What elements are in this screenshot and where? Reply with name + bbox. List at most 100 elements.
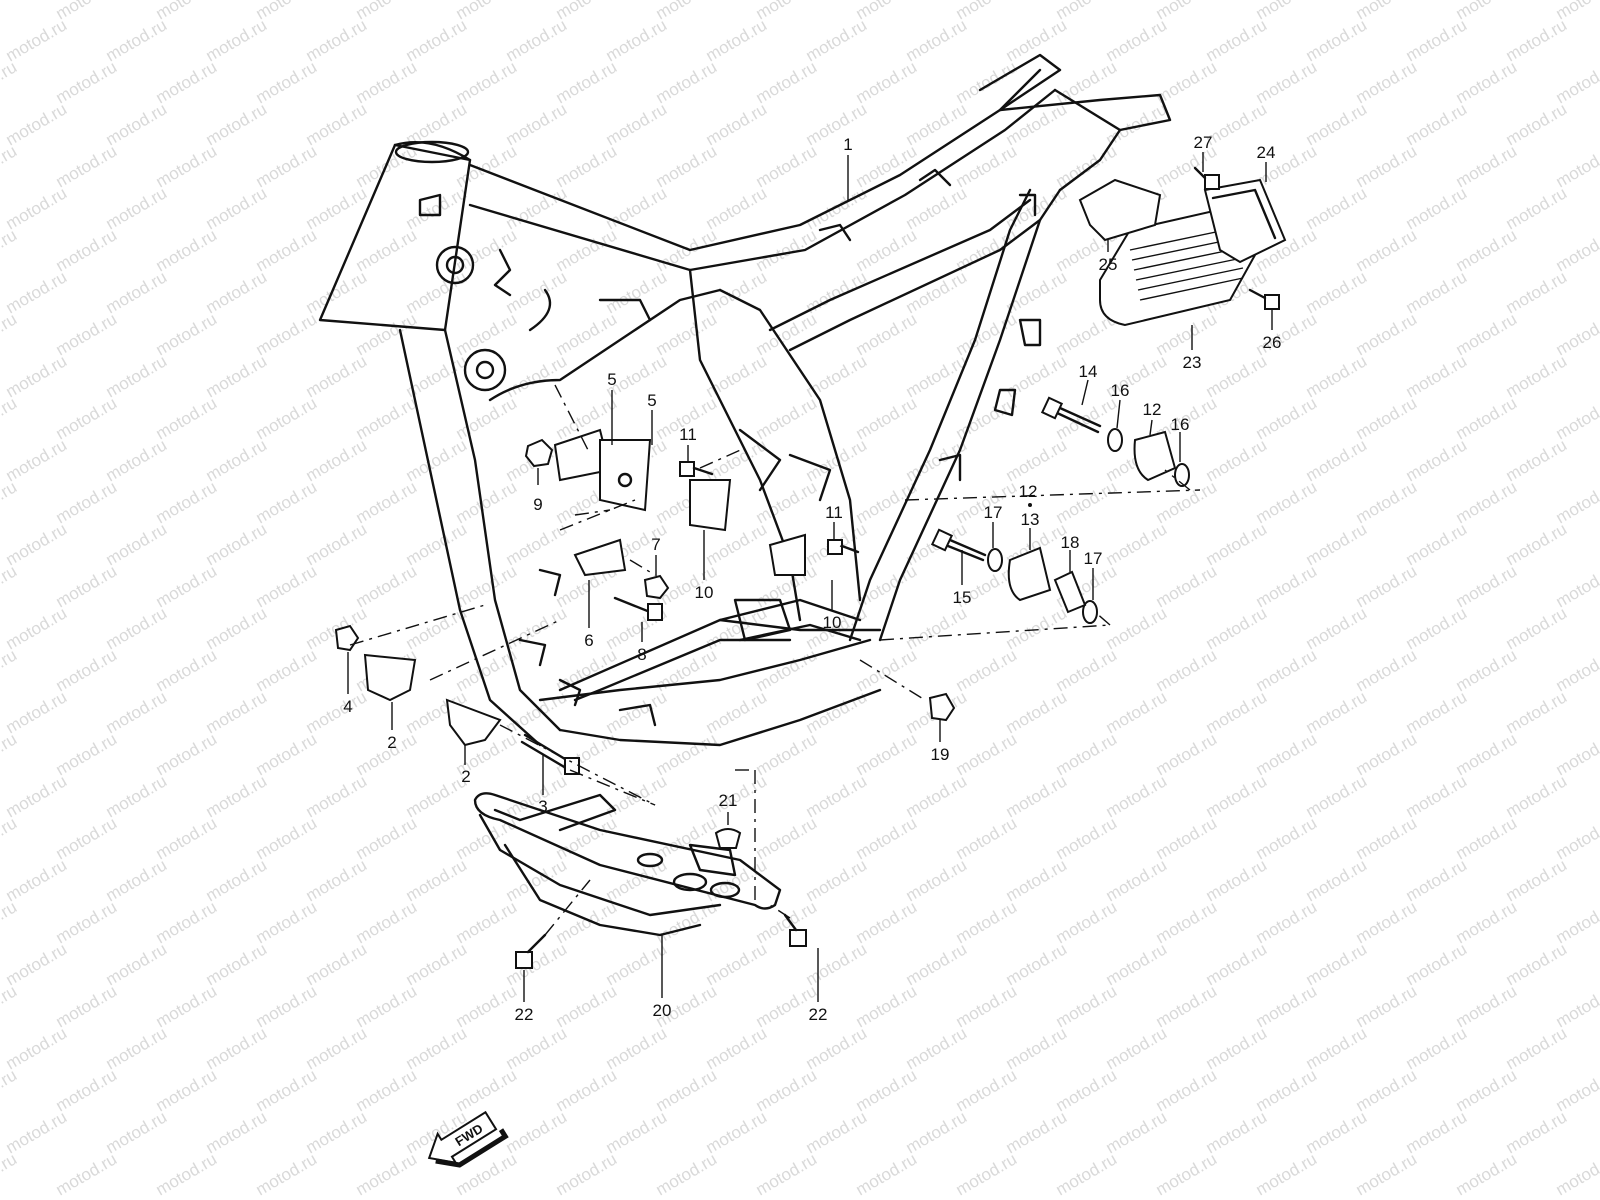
watermark-text: motod.ru: [703, 99, 771, 149]
watermark-text: motod.ru: [1403, 183, 1471, 233]
watermark-text: motod.ru: [303, 267, 371, 317]
watermark-text: motod.ru: [403, 267, 471, 317]
watermark-text: motod.ru: [753, 813, 821, 863]
watermark-text: motod.ru: [1353, 141, 1421, 191]
watermark-text: motod.ru: [953, 1065, 1021, 1115]
watermark-text: motod.ru: [303, 99, 371, 149]
watermark-text: motod.ru: [203, 351, 271, 401]
watermark-text: motod.ru: [1153, 897, 1221, 947]
watermark-text: motod.ru: [53, 813, 121, 863]
watermark-text: motod.ru: [703, 15, 771, 65]
watermark-text: motod.ru: [1353, 645, 1421, 695]
watermark-text: motod.ru: [753, 57, 821, 107]
watermark-text: motod.ru: [253, 645, 321, 695]
watermark-text: motod.ru: [803, 1023, 871, 1073]
watermark-text: motod.ru: [1353, 225, 1421, 275]
watermark-text: motod.ru: [103, 1107, 171, 1157]
watermark-text: motod.ru: [1253, 1065, 1321, 1115]
watermark-text: motod.ru: [1503, 771, 1571, 821]
watermark-text: motod.ru: [3, 771, 71, 821]
watermark-text: motod.ru: [1103, 603, 1171, 653]
watermark-text: motod.ru: [153, 981, 221, 1031]
watermark-text: motod.ru: [353, 813, 421, 863]
callout-label: 1: [843, 135, 852, 154]
callout-label: 19: [931, 745, 950, 764]
watermark-text: motod.ru: [3, 351, 71, 401]
watermark-text: motod.ru: [853, 1065, 921, 1115]
watermark-text: motod.ru: [203, 519, 271, 569]
watermark-text: motod.ru: [453, 1149, 521, 1199]
watermark-text: motod.ru: [803, 15, 871, 65]
watermark-text: motod.ru: [1453, 477, 1521, 527]
watermark-text: motod.ru: [1503, 267, 1571, 317]
callout-label: 21: [719, 791, 738, 810]
watermark-text: motod.ru: [253, 309, 321, 359]
watermark-text: motod.ru: [1203, 687, 1271, 737]
watermark-text: motod.ru: [853, 897, 921, 947]
watermark-text: motod.ru: [1003, 435, 1071, 485]
watermark-text: motod.ru: [53, 57, 121, 107]
watermark-text: motod.ru: [1003, 939, 1071, 989]
watermark-text: motod.ru: [453, 57, 521, 107]
watermark-text: motod.ru: [1403, 519, 1471, 569]
watermark-text: motod.ru: [503, 15, 571, 65]
watermark-text: motod.ru: [1453, 1149, 1521, 1199]
watermark-text: motod.ru: [3, 183, 71, 233]
watermark-text: motod.ru: [803, 99, 871, 149]
watermark-text: motod.ru: [353, 393, 421, 443]
watermark-text: motod.ru: [1253, 393, 1321, 443]
callout-label: 18: [1061, 533, 1080, 552]
watermark-text: motod.ru: [0, 897, 20, 947]
watermark-text: motod.ru: [53, 225, 121, 275]
watermark-text: motod.ru: [0, 729, 20, 779]
watermark-text: motod.ru: [1353, 309, 1421, 359]
callout-label: 22: [809, 1005, 828, 1024]
watermark-text: motod.ru: [303, 687, 371, 737]
watermark-text: motod.ru: [153, 897, 221, 947]
watermark-text: motod.ru: [1303, 15, 1371, 65]
callout-label: 2: [461, 767, 470, 786]
watermark-text: motod.ru: [1503, 435, 1571, 485]
callout-label: 5: [647, 391, 656, 410]
watermark-text: motod.ru: [153, 309, 221, 359]
watermark-text: motod.ru: [703, 687, 771, 737]
watermark-text: motod.ru: [1153, 729, 1221, 779]
watermark-text: motod.ru: [103, 1023, 171, 1073]
watermark-text: motod.ru: [1453, 981, 1521, 1031]
watermark-text: motod.ru: [553, 1065, 621, 1115]
watermark-text: motod.ru: [253, 225, 321, 275]
watermark-text: motod.ru: [0, 0, 20, 23]
watermark-text: motod.ru: [0, 225, 20, 275]
watermark-text: motod.ru: [203, 603, 271, 653]
watermark-text: motod.ru: [203, 855, 271, 905]
watermark-text: motod.ru: [1103, 939, 1171, 989]
watermark-text: motod.ru: [1303, 99, 1371, 149]
watermark-text: motod.ru: [253, 1065, 321, 1115]
watermark-text: motod.ru: [603, 267, 671, 317]
watermark-text: motod.ru: [253, 729, 321, 779]
watermark-text: motod.ru: [1403, 1023, 1471, 1073]
watermark-text: motod.ru: [1003, 1023, 1071, 1073]
watermark-text: motod.ru: [803, 687, 871, 737]
watermark-text: motod.ru: [1353, 1149, 1421, 1199]
watermark-text: motod.ru: [0, 393, 20, 443]
watermark-text: motod.ru: [3, 603, 71, 653]
watermark-text: motod.ru: [753, 393, 821, 443]
watermark-text: motod.ru: [903, 1107, 971, 1157]
watermark-text: motod.ru: [1303, 1107, 1371, 1157]
watermark-text: motod.ru: [53, 477, 121, 527]
watermark-text: motod.ru: [1303, 855, 1371, 905]
watermark-text: motod.ru: [253, 813, 321, 863]
watermark-text: motod.ru: [653, 141, 721, 191]
watermark-text: motod.ru: [353, 225, 421, 275]
watermark-text: motod.ru: [1503, 1023, 1571, 1073]
callout-label: 27: [1194, 133, 1213, 152]
watermark-text: motod.ru: [1403, 1107, 1471, 1157]
watermark-text: motod.ru: [653, 729, 721, 779]
watermark-text: motod.ru: [853, 729, 921, 779]
watermark-text: motod.ru: [1153, 1065, 1221, 1115]
watermark-text: motod.ru: [653, 813, 721, 863]
watermark-text: motod.ru: [1053, 477, 1121, 527]
watermark-text: motod.ru: [1503, 15, 1571, 65]
callout-label: 17: [1084, 549, 1103, 568]
